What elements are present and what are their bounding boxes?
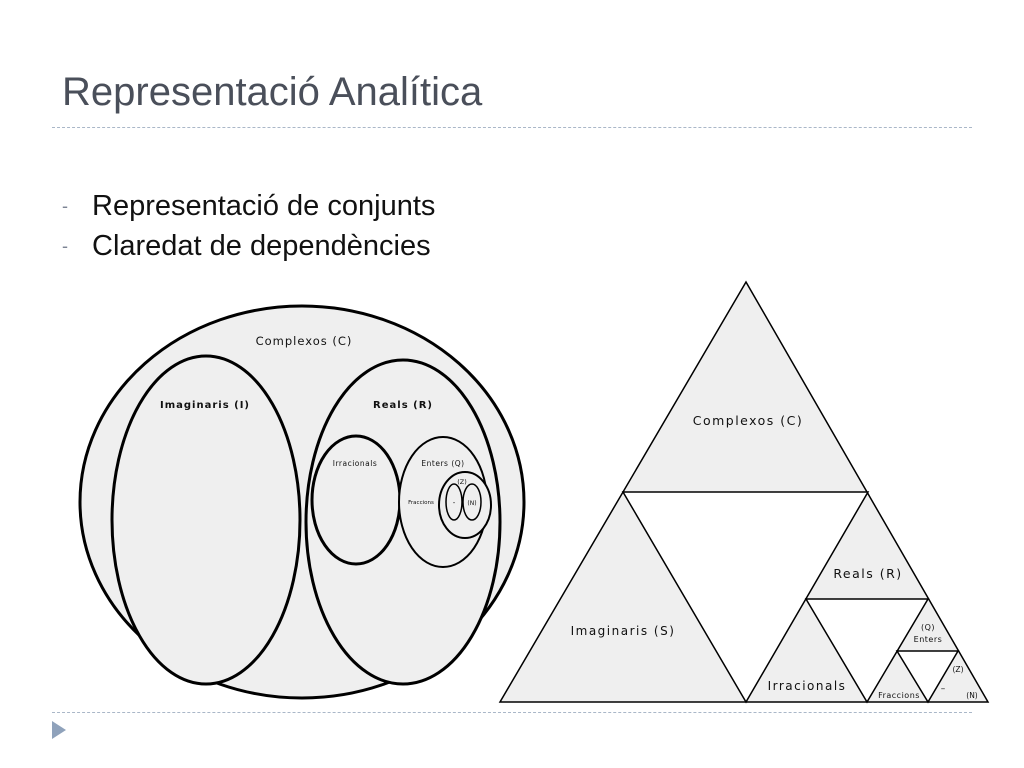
irracionals-ellipse <box>310 434 402 566</box>
nested-sets-ellipse-diagram: Complexos (C) Imaginaris (I) Reals (R) I… <box>78 304 526 700</box>
slide-title: Representació Analítica <box>62 70 483 114</box>
venn-fraccions-label: Fraccions <box>408 500 434 506</box>
title-divider <box>52 127 972 128</box>
bullet-text: Claredat de dependències <box>92 229 431 262</box>
bullet-item: - Claredat de dependències <box>62 226 435 266</box>
dash-ellipse <box>445 483 463 521</box>
bullet-text: Representació de conjunts <box>92 189 436 222</box>
n-ellipse <box>462 483 482 521</box>
tri-dash-label: – <box>941 684 946 694</box>
tri-reals-label: Reals (R) <box>833 566 902 581</box>
tri-n-label: (N) <box>966 691 978 700</box>
venn-reals-label: Reals (R) <box>373 400 433 411</box>
tri-q-label: (Q) <box>921 623 935 632</box>
nested-sets-triangle-diagram: Complexos (C) Imaginaris (S) Reals (R) I… <box>498 280 990 704</box>
footer-divider <box>52 712 972 713</box>
venn-n-label: (N) <box>467 500 476 507</box>
venn-complexos-label: Complexos (C) <box>256 334 353 348</box>
tri-fraccions-label: Fraccions <box>878 691 920 700</box>
bullet-marker: - <box>62 195 68 216</box>
venn-enters-label: Enters (Q) <box>421 459 464 468</box>
bullet-list: - Representació de conjunts - Claredat d… <box>62 186 435 266</box>
venn-imaginaris-label: Imaginaris (I) <box>160 400 250 411</box>
tri-z-label: (Z) <box>953 665 964 674</box>
play-triangle-icon <box>52 721 66 739</box>
tri-complexos-label: Complexos (C) <box>693 413 804 428</box>
bullet-item: - Representació de conjunts <box>62 186 435 226</box>
venn-irracionals-label: Irracionals <box>333 459 377 468</box>
complexos-gap-triangle <box>621 491 870 704</box>
tri-imaginaris-label: Imaginaris (S) <box>571 624 676 638</box>
enters-gap-triangle <box>895 650 960 704</box>
venn-dash-label: - <box>453 499 456 507</box>
venn-z-label: (Z) <box>457 478 467 486</box>
tri-enters-label: Enters <box>914 635 943 644</box>
imaginaris-ellipse <box>110 354 302 686</box>
bullet-marker: - <box>62 235 68 256</box>
tri-irracionals-label: Irracionals <box>768 679 847 693</box>
